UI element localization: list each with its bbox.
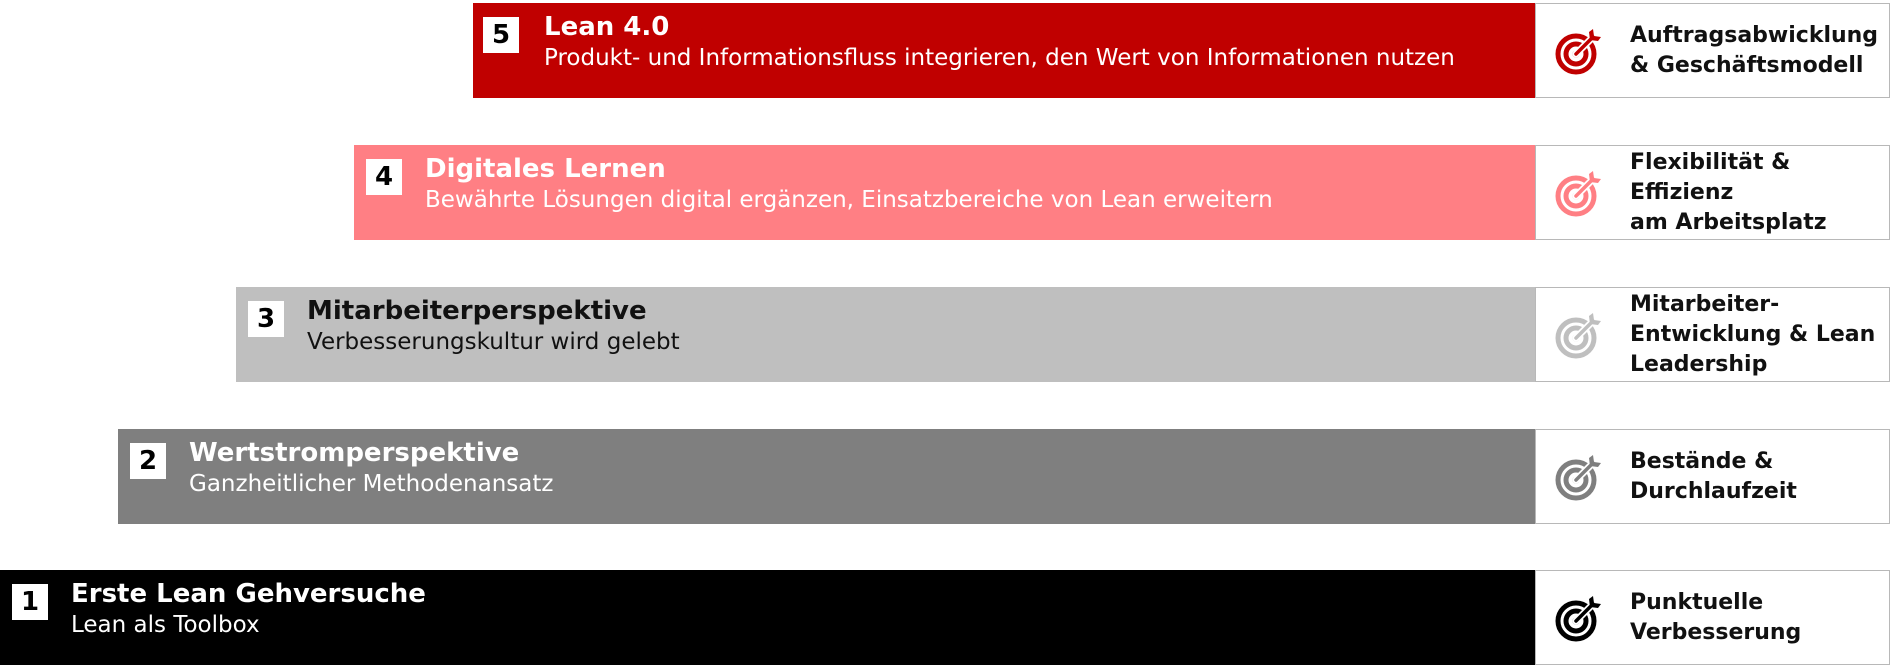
goal-box: Flexibilität & Effizienz am Arbeitsplatz bbox=[1535, 145, 1890, 240]
step-bar bbox=[354, 145, 1535, 240]
goal-label: Bestände & Durchlaufzeit bbox=[1630, 448, 1797, 504]
step-number: 2 bbox=[130, 443, 166, 479]
step-title: Erste Lean Gehversuche bbox=[71, 579, 426, 609]
step-title: Mitarbeiterperspektive bbox=[307, 296, 647, 326]
step-3-mitarbeiterperspektive: 3 Mitarbeiterperspektive Verbesserungsku… bbox=[0, 287, 1896, 382]
step-number: 5 bbox=[483, 17, 519, 53]
step-number: 4 bbox=[366, 159, 402, 195]
step-title: Lean 4.0 bbox=[544, 12, 670, 42]
target-arrow-icon bbox=[1554, 595, 1602, 643]
step-subtitle: Bewährte Lösungen digital ergänzen, Eins… bbox=[425, 187, 1273, 213]
step-bar bbox=[236, 287, 1535, 382]
goal-label: Mitarbeiter- Entwicklung & Lean Leadersh… bbox=[1630, 291, 1876, 377]
step-1-erste-lean-gehversuche: 1 Erste Lean Gehversuche Lean als Toolbo… bbox=[0, 570, 1896, 665]
step-bar bbox=[118, 429, 1535, 524]
step-2-wertstromperspektive: 2 Wertstromperspektive Ganzheitlicher Me… bbox=[0, 429, 1896, 524]
step-bar bbox=[0, 570, 1535, 665]
step-subtitle: Lean als Toolbox bbox=[71, 612, 260, 638]
step-subtitle: Ganzheitlicher Methodenansatz bbox=[189, 471, 554, 497]
target-arrow-icon bbox=[1554, 454, 1602, 502]
target-arrow-icon bbox=[1554, 28, 1602, 76]
goal-label: Auftragsabwicklung & Geschäftsmodell bbox=[1630, 22, 1879, 78]
goal-box: Bestände & Durchlaufzeit bbox=[1535, 429, 1890, 524]
step-number: 3 bbox=[248, 301, 284, 337]
step-title: Digitales Lernen bbox=[425, 154, 666, 184]
step-bar bbox=[473, 3, 1535, 98]
goal-box: Auftragsabwicklung & Geschäftsmodell bbox=[1535, 3, 1890, 98]
goal-box: Punktuelle Verbesserung bbox=[1535, 570, 1890, 665]
step-number: 1 bbox=[12, 584, 48, 620]
goal-label: Flexibilität & Effizienz am Arbeitsplatz bbox=[1630, 149, 1827, 235]
step-5-lean-4-0: 5 Lean 4.0 Produkt- und Informationsflus… bbox=[0, 3, 1896, 98]
goal-box: Mitarbeiter- Entwicklung & Lean Leadersh… bbox=[1535, 287, 1890, 382]
step-title: Wertstromperspektive bbox=[189, 438, 520, 468]
target-arrow-icon bbox=[1554, 170, 1602, 218]
step-4-digitales-lernen: 4 Digitales Lernen Bewährte Lösungen dig… bbox=[0, 145, 1896, 240]
target-arrow-icon bbox=[1554, 312, 1602, 360]
step-subtitle: Produkt- und Informationsfluss integrier… bbox=[544, 45, 1455, 71]
step-subtitle: Verbesserungskultur wird gelebt bbox=[307, 329, 680, 355]
goal-label: Punktuelle Verbesserung bbox=[1630, 589, 1802, 645]
